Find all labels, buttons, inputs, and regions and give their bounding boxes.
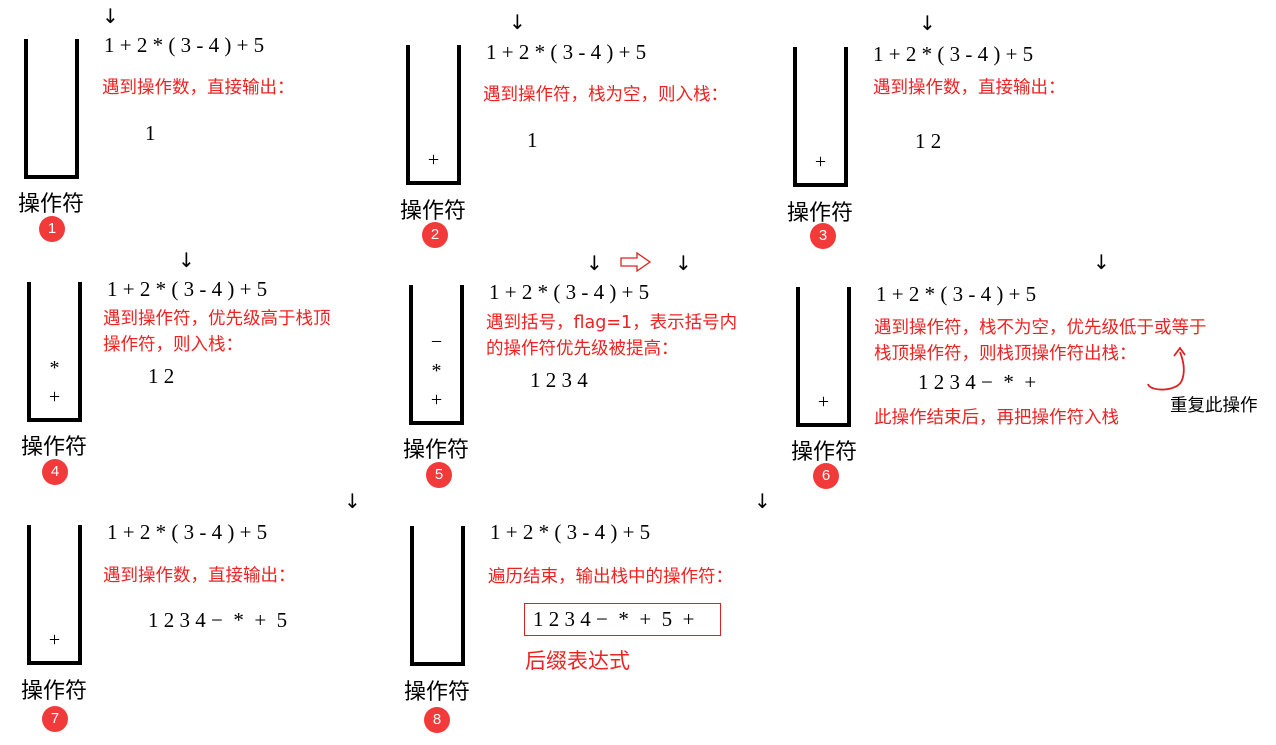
output-sequence: 1 2 xyxy=(915,129,942,153)
step-badge: 3 xyxy=(810,223,836,249)
step-badge: 7 xyxy=(42,706,68,732)
step-description-line-1: 遇到操作符，优先级高于栈顶 xyxy=(103,309,331,329)
step-description-line-2: 的操作符优先级被提高： xyxy=(486,339,679,359)
stack-item: + xyxy=(48,629,61,651)
step-description-line-1: 遇到操作符，栈不为空，优先级低于或等于 xyxy=(874,318,1207,338)
down-arrow-icon: ↓ xyxy=(586,251,603,275)
stack-label: 操作符 xyxy=(787,201,854,226)
stack-item: * xyxy=(431,360,442,382)
step-description: 遍历结束，输出栈中的操作符： xyxy=(488,567,733,587)
step-description-line-1: 遇到括号，flag=1，表示括号内 xyxy=(486,313,738,333)
down-arrow-icon: ↓ xyxy=(509,10,526,34)
down-arrow-icon: ↓ xyxy=(754,489,771,513)
stack-label: 操作符 xyxy=(21,435,88,460)
stack-label: 操作符 xyxy=(791,440,858,465)
after-operation-note: 此操作结束后，再把操作符入栈 xyxy=(874,408,1119,428)
infix-expression: 1 + 2 * ( 3 - 4 ) + 5 xyxy=(489,280,650,304)
step-description-line-2: 操作符，则入栈： xyxy=(103,335,243,355)
infix-expression: 1 + 2 * ( 3 - 4 ) + 5 xyxy=(486,40,647,64)
hollow-right-arrow-icon xyxy=(620,251,652,273)
operator-stack xyxy=(24,39,79,179)
stack-item: − xyxy=(430,331,443,353)
postfix-caption: 后缀表达式 xyxy=(525,649,630,673)
step-description: 遇到操作数，直接输出： xyxy=(103,566,296,586)
output-sequence: 1 xyxy=(145,121,156,145)
stack-label: 操作符 xyxy=(21,679,88,704)
down-arrow-icon: ↓ xyxy=(675,251,692,275)
stack-item: + xyxy=(427,149,440,171)
stack-label: 操作符 xyxy=(400,199,467,224)
operator-stack: + xyxy=(796,287,851,427)
stack-label: 操作符 xyxy=(18,192,85,217)
output-sequence: 1 2 3 4 − * + 5 xyxy=(148,608,288,632)
stack-label: 操作符 xyxy=(404,680,471,705)
step-description-line-2: 栈顶操作符，则栈顶操作符出栈： xyxy=(874,344,1137,364)
infix-expression: 1 + 2 * ( 3 - 4 ) + 5 xyxy=(107,520,268,544)
output-sequence: 1 xyxy=(527,128,538,152)
stack-item: + xyxy=(814,151,827,173)
infix-expression: 1 + 2 * ( 3 - 4 ) + 5 xyxy=(490,520,651,544)
down-arrow-icon: ↓ xyxy=(919,11,936,35)
output-sequence: 1 2 3 4 − * + xyxy=(918,370,1037,394)
operator-stack: + * xyxy=(27,282,82,422)
stack-item: + xyxy=(430,389,443,411)
operator-stack: + xyxy=(793,47,848,187)
infix-expression: 1 + 2 * ( 3 - 4 ) + 5 xyxy=(876,282,1037,306)
stack-item: * xyxy=(49,357,60,379)
down-arrow-icon: ↓ xyxy=(178,248,195,272)
step-badge: 6 xyxy=(813,463,839,489)
step-description: 遇到操作数，直接输出： xyxy=(873,78,1066,98)
output-sequence: 1 2 3 4 xyxy=(530,368,588,392)
infix-expression: 1 + 2 * ( 3 - 4 ) + 5 xyxy=(104,33,265,57)
step-badge: 5 xyxy=(426,462,452,488)
operator-stack: + xyxy=(406,45,461,185)
infix-expression: 1 + 2 * ( 3 - 4 ) + 5 xyxy=(107,277,268,301)
down-arrow-icon: ↓ xyxy=(1093,250,1110,274)
operator-stack: + * − xyxy=(409,285,464,425)
step-badge: 2 xyxy=(422,222,448,248)
stack-item: + xyxy=(48,386,61,408)
stack-item: + xyxy=(817,391,830,413)
operator-stack xyxy=(410,526,465,666)
repeat-curved-arrow-icon xyxy=(1147,346,1186,391)
down-arrow-icon: ↓ xyxy=(344,489,361,513)
step-description: 遇到操作符，栈为空，则入栈： xyxy=(483,85,728,105)
step-badge: 1 xyxy=(39,216,65,242)
step-badge: 8 xyxy=(424,707,450,733)
stack-label: 操作符 xyxy=(403,438,470,463)
postfix-result-box: 1 2 3 4 − * + 5 + xyxy=(524,603,721,636)
infix-expression: 1 + 2 * ( 3 - 4 ) + 5 xyxy=(873,42,1034,66)
step-description: 遇到操作数，直接输出： xyxy=(102,78,295,98)
down-arrow-icon: ↓ xyxy=(102,4,119,28)
operator-stack: + xyxy=(27,525,82,665)
repeat-operation-note: 重复此操作 xyxy=(1170,396,1258,416)
output-sequence: 1 2 xyxy=(148,364,175,388)
step-badge: 4 xyxy=(42,459,68,485)
